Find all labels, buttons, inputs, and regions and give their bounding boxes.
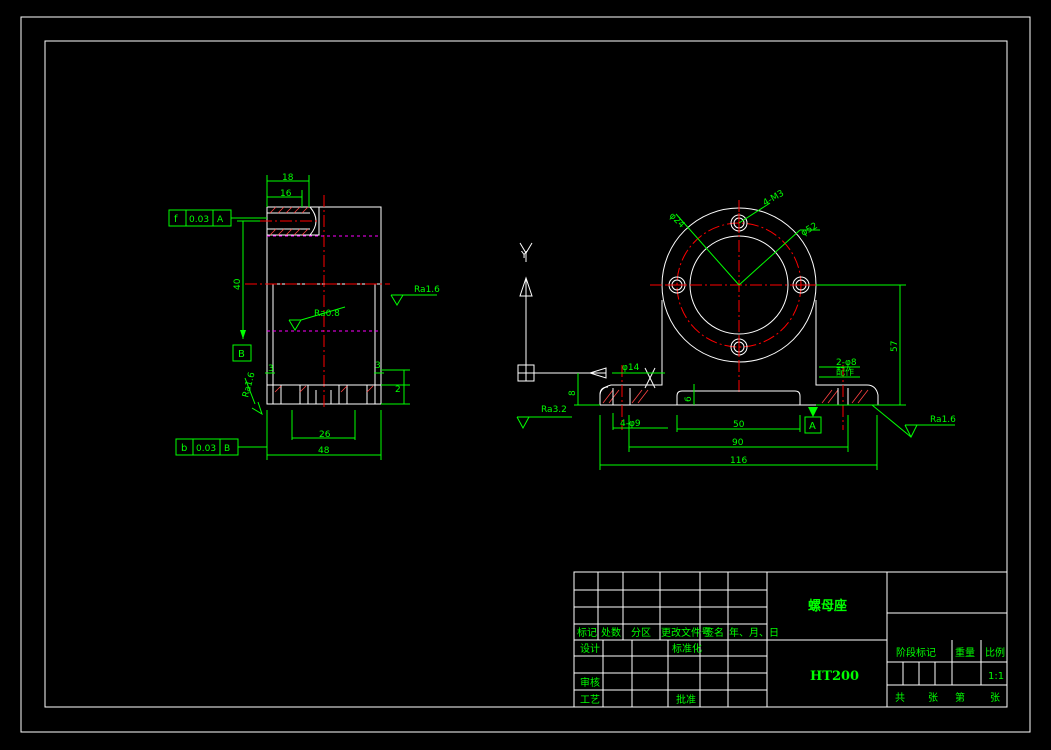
dim-3-left: 3: [268, 364, 274, 374]
tol-top-datum: A: [217, 215, 224, 225]
dim-116: 116: [730, 456, 747, 466]
ra-outer: Ra1.6: [414, 285, 440, 295]
tb-col-change: 更改文件号: [661, 626, 711, 639]
axis-y-label: Y: [520, 250, 528, 261]
tb-sheet-no: 第: [955, 691, 965, 704]
dim-57: 57: [890, 341, 900, 352]
tol-top-symbol: f: [174, 214, 178, 225]
front-view: Y: [516, 189, 956, 470]
tb-col-mark: 标记: [577, 627, 597, 639]
tol-bottom-value: 0.03: [196, 444, 216, 454]
tb-col-zone: 分区: [631, 627, 651, 639]
ra-left: Ra1.6: [241, 371, 257, 399]
tb-sheet-unit2: 张: [990, 692, 1000, 704]
tb-sheets-total: 共: [895, 692, 905, 704]
tb-col-date: 年、月、日: [729, 626, 779, 639]
dim-48: 48: [318, 446, 330, 456]
dim-phi24: φ24: [667, 211, 687, 231]
dim-90: 90: [732, 438, 744, 448]
ra-left-front: Ra3.2: [541, 405, 567, 415]
tol-bottom-symbol: b: [181, 443, 187, 454]
ra-right-front: Ra1.6: [930, 415, 956, 425]
inner-frame: [44, 40, 1008, 708]
dim-40: 40: [233, 278, 243, 290]
dim-4phi9: 4-φ9: [620, 419, 641, 429]
dim-4m3: 4-M3: [762, 189, 786, 209]
tb-weight: 重量: [955, 646, 975, 659]
tb-standard: 标准化: [672, 642, 702, 655]
datum-b-label: B: [238, 349, 245, 360]
tb-process: 工艺: [580, 694, 600, 706]
dim-phi52: φ52: [800, 221, 820, 238]
dim-26: 26: [319, 430, 331, 440]
tb-sheets-unit: 张: [928, 692, 938, 704]
left-view: 18 16 40 3 3 2 26 48 f 0.03 A b 0.03 B B…: [168, 173, 440, 460]
dim-2: 2: [395, 385, 401, 395]
tb-col-sign: 签名: [704, 626, 724, 639]
title-block: [573, 571, 1008, 708]
dim-50: 50: [733, 420, 745, 430]
dim-phi14: φ14: [622, 363, 640, 373]
outer-frame: [20, 16, 1031, 733]
tb-design: 设计: [580, 642, 600, 655]
tb-stage-mark: 阶段标记: [896, 646, 936, 659]
tb-col-count: 处数: [601, 626, 621, 639]
dim-2phi8: 2-φ8: [836, 358, 857, 368]
tb-review: 审核: [580, 676, 600, 689]
dim-3-right: 3: [375, 361, 381, 371]
tb-scale-label: 比例: [985, 646, 1005, 659]
dim-6: 6: [684, 396, 694, 402]
tb-scale-value: 1:1: [988, 671, 1004, 682]
datum-a-label: A: [809, 421, 816, 432]
part-name: 螺母座: [808, 598, 847, 614]
note-peizuo: 配作: [836, 366, 854, 378]
dim-18: 18: [282, 173, 294, 183]
tol-bottom-datum: B: [224, 444, 230, 454]
tb-approve: 批准: [676, 693, 696, 706]
tol-top-value: 0.03: [189, 215, 209, 225]
dim-8: 8: [568, 390, 578, 396]
material: HT200: [810, 669, 859, 684]
ra-inner: Ra0.8: [314, 309, 340, 319]
dim-16: 16: [280, 189, 292, 199]
